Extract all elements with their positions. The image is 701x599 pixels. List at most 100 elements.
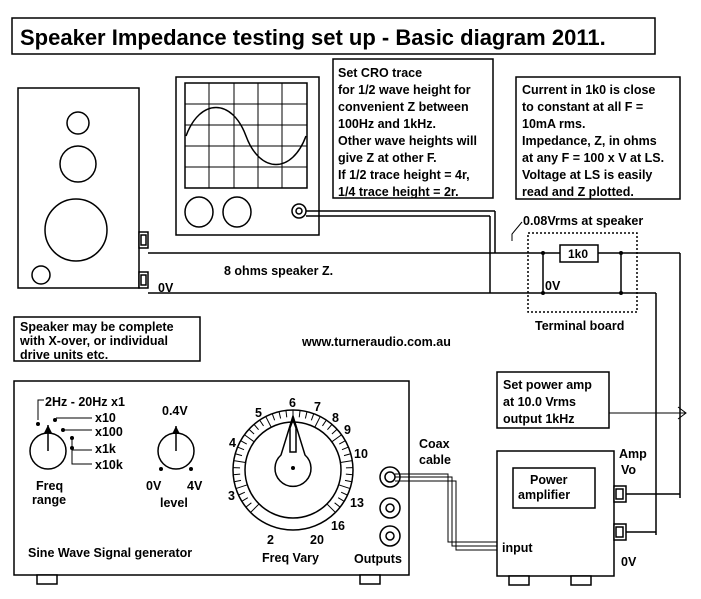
svg-text:give Z at other F.: give Z at other F. <box>338 151 437 165</box>
dial-tick <box>248 428 255 435</box>
svg-text:at 10.0 Vrms: at 10.0 Vrms <box>503 395 576 409</box>
amp-out-label-1: Amp <box>619 447 647 461</box>
svg-text:to constant at all F =: to constant at all F = <box>522 100 643 114</box>
junction-dot <box>541 291 545 295</box>
dial-tick <box>237 446 245 451</box>
svg-text:If 1/2 trace height = 4r,: If 1/2 trace height = 4r, <box>338 168 470 182</box>
amp-note: Set power amp at 10.0 Vrms output 1kHz <box>503 378 592 426</box>
junction-dot <box>619 251 623 255</box>
dial-tick <box>298 410 301 418</box>
dial-tick <box>244 434 255 443</box>
current-note-box <box>515 76 681 200</box>
speaker-midrange <box>59 145 97 183</box>
resistor-label: 1k0 <box>568 247 588 261</box>
svg-text:Speaker may be complete: Speaker may be complete <box>20 320 174 334</box>
speaker-voltage-pointer <box>511 221 523 241</box>
speaker-port <box>31 265 51 285</box>
terminal-0v-label: 0V <box>545 279 561 293</box>
output-jack-3 <box>379 525 401 547</box>
dial-tick <box>233 460 246 463</box>
dial-tick <box>314 416 321 428</box>
svg-text:Impedance, Z, in ohms: Impedance, Z, in ohms <box>522 134 657 148</box>
amplifier-name-2: amplifier <box>518 488 570 502</box>
dial-tick <box>238 491 246 496</box>
title-frame <box>11 17 656 55</box>
dial-tick <box>278 411 282 419</box>
dial-tick <box>345 473 353 476</box>
svg-text:Set CRO trace: Set CRO trace <box>338 66 422 80</box>
dial-tick <box>265 416 272 428</box>
svg-text:16: 16 <box>331 519 345 533</box>
svg-text:at any F = 100 x V at LS.: at any F = 100 x V at LS. <box>522 151 664 165</box>
cro-probe-wiring <box>306 210 496 293</box>
level-top-label: 0.4V <box>162 404 188 418</box>
dial-tick <box>344 479 352 483</box>
level-pointer <box>172 426 180 434</box>
svg-text:Other wave heights will: Other wave heights will <box>338 134 477 148</box>
svg-text:7: 7 <box>314 400 321 414</box>
speaker-voltage-label: 0.08Vrms at speaker <box>523 214 643 228</box>
svg-text:convenient Z between: convenient Z between <box>338 100 469 114</box>
amplifier-name-1: Power <box>530 473 568 487</box>
svg-text:20: 20 <box>310 533 324 547</box>
website-label: www.turneraudio.com.au <box>301 335 451 349</box>
oscilloscope-graticule <box>185 83 307 188</box>
amp-output-wiring <box>626 493 680 533</box>
dial-tick <box>331 434 342 443</box>
svg-text:x1k: x1k <box>95 442 116 456</box>
dial-tick <box>235 453 243 457</box>
svg-text:1/4 trace height = 2r.: 1/4 trace height = 2r. <box>338 185 459 199</box>
dial-tick <box>322 419 327 427</box>
dial-tick <box>338 484 351 490</box>
generator-name: Sine Wave Signal generator <box>28 546 192 560</box>
dial-tick <box>285 410 288 418</box>
dial-tick <box>327 424 333 431</box>
svg-text:x10: x10 <box>95 411 116 425</box>
svg-text:output 1kHz: output 1kHz <box>503 412 575 426</box>
freq-dial-knob <box>274 413 312 488</box>
terminal-board-label: Terminal board <box>535 319 624 333</box>
dial-tick <box>245 502 252 508</box>
range-labels: 2Hz - 20Hz x1 x10 x100 x1k x10k <box>45 395 125 472</box>
dial-tick <box>326 503 336 513</box>
svg-text:5: 5 <box>255 406 262 420</box>
svg-text:Set power amp: Set power amp <box>503 378 592 392</box>
svg-text:8: 8 <box>332 411 339 425</box>
svg-text:x100: x100 <box>95 425 123 439</box>
svg-text:2Hz - 20Hz x1: 2Hz - 20Hz x1 <box>45 395 125 409</box>
level-max-label: 4V <box>187 479 203 493</box>
junction-dot <box>619 291 623 295</box>
dial-tick <box>259 419 264 427</box>
amplifier-foot-right <box>570 575 592 586</box>
dial-tick <box>271 413 276 421</box>
dial-tick <box>340 460 353 463</box>
svg-text:6: 6 <box>289 396 296 410</box>
dial-tick <box>240 440 248 445</box>
signal-generator: 2Hz - 20Hz x1 x10 x100 x1k x10k Freq ran… <box>13 380 410 585</box>
svg-text:4: 4 <box>229 436 236 450</box>
coax-label-2: cable <box>419 453 451 467</box>
dial-tick <box>250 503 260 513</box>
svg-text:Current in 1k0 is close: Current in 1k0 is close <box>522 83 655 97</box>
dial-tick <box>341 446 349 451</box>
freq-range-pointer <box>44 425 52 433</box>
coax-cable <box>395 473 497 551</box>
dial-tick <box>331 428 338 435</box>
dial-tick <box>338 440 346 445</box>
amplifier-foot-left <box>508 575 530 586</box>
speaker-note-box <box>13 316 201 362</box>
svg-text:3: 3 <box>228 489 235 503</box>
power-amplifier: Power amplifier input <box>496 450 627 586</box>
junction-dot <box>541 251 545 255</box>
svg-text:13: 13 <box>350 496 364 510</box>
amplifier-label-box <box>512 467 596 509</box>
cro-note-box <box>332 58 494 199</box>
speaker-cabinet <box>17 87 149 289</box>
svg-text:Voltage at LS is easily: Voltage at LS is easily <box>522 168 652 182</box>
freq-dial-ticks <box>233 410 353 513</box>
output-jack-2 <box>379 497 401 519</box>
amp-note-box <box>496 371 610 429</box>
outputs-label: Outputs <box>354 552 402 566</box>
dial-tick <box>234 479 242 483</box>
